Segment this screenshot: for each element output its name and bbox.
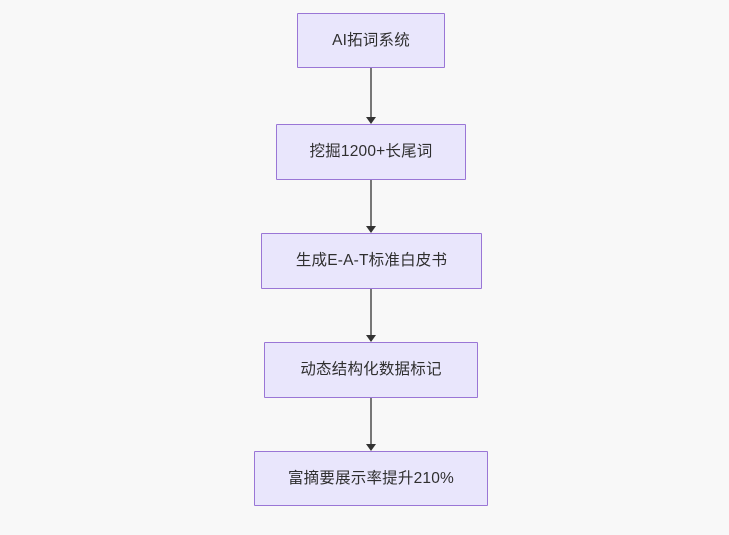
flow-node-label: 富摘要展示率提升210% [287, 469, 455, 487]
flow-edge-1-connector-line [370, 68, 372, 117]
flow-node-label: 动态结构化数据标记 [300, 361, 442, 379]
flow-node-ai-keyword-system[interactable]: AI拓词系统 [297, 13, 445, 68]
flow-node-label: 挖掘1200+长尾词 [309, 143, 433, 161]
flow-node-generate-eat-whitepaper[interactable]: 生成E-A-T标准白皮书 [261, 233, 482, 289]
flow-edge-3-connector-line [370, 289, 372, 335]
flow-edge-3-arrowhead-down-icon [366, 335, 376, 342]
flow-edge-1-arrowhead-down-icon [366, 117, 376, 124]
flow-edge-4-connector-line [370, 398, 372, 444]
flow-node-rich-snippet-impression-uplift[interactable]: 富摘要展示率提升210% [254, 451, 488, 506]
flow-node-mine-longtail-keywords[interactable]: 挖掘1200+长尾词 [276, 124, 466, 180]
flow-node-label: AI拓词系统 [332, 31, 410, 49]
flow-node-dynamic-structured-data-markup[interactable]: 动态结构化数据标记 [264, 342, 478, 398]
flow-edge-4-arrowhead-down-icon [366, 444, 376, 451]
flow-edge-2-arrowhead-down-icon [366, 226, 376, 233]
flow-edge-2-connector-line [370, 180, 372, 226]
flow-node-label: 生成E-A-T标准白皮书 [295, 252, 448, 270]
